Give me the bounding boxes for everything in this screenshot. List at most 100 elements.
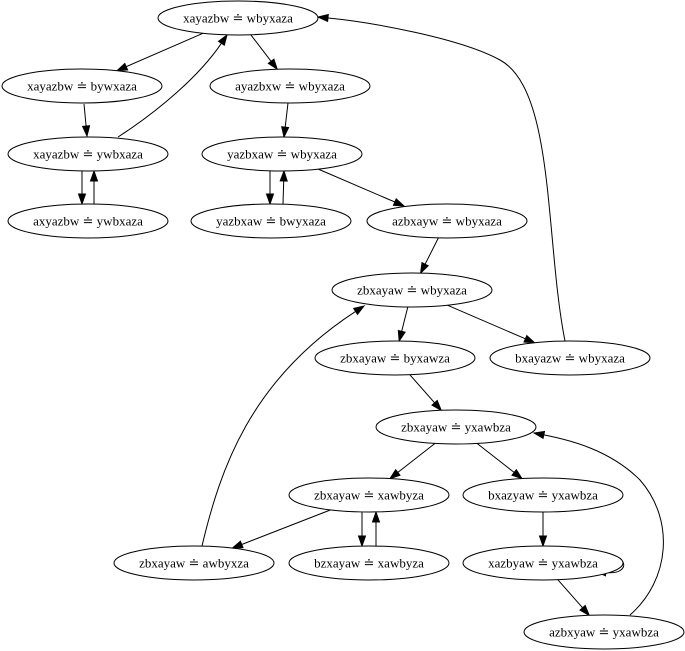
node-ellipse (462, 477, 624, 513)
node-label: zbxayaw ≐ awbyxza (139, 556, 249, 571)
edge-line (543, 434, 664, 616)
edge-n12-to-n14 (476, 443, 524, 480)
node-label: azbxyaw ≐ yxawbza (549, 625, 659, 640)
edge-n2-to-n4 (81, 103, 91, 138)
graph-node-n15: zbxayaw ≐ awbyxza (113, 545, 275, 581)
graph-node-n12: zbxayaw ≐ yxawbza (375, 409, 537, 445)
node-label: ayazbxw ≐ wbyxaza (235, 79, 345, 94)
edge-line (241, 509, 331, 545)
node-label: zbxayaw ≐ xawbyza (314, 488, 424, 503)
edge-n4-to-n6 (77, 171, 87, 206)
node-label: xazbyaw ≐ yxawbza (488, 556, 598, 571)
arrowhead-icon (352, 305, 366, 316)
edge-line (424, 237, 439, 265)
edge-line (201, 310, 356, 547)
graph-node-n6: axyazbw ≐ ywbxaza (7, 203, 169, 239)
arrowhead-icon (538, 535, 548, 548)
node-ellipse (7, 136, 169, 172)
edge-n7-to-n5 (279, 169, 288, 205)
graph-node-n17: xazbyaw ≐ yxawbza (462, 545, 624, 581)
edge-n4-to-n1 (117, 33, 228, 138)
arrowhead-icon (532, 430, 546, 440)
node-ellipse (489, 340, 651, 376)
node-ellipse (314, 340, 476, 376)
edge-line (317, 168, 395, 203)
graph-node-n16: bzxayaw ≐ xawbyza (288, 545, 450, 581)
graph-node-n3: ayazbxw ≐ wbyxaza (209, 68, 371, 104)
node-ellipse (462, 545, 624, 581)
node-label: yazbxaw ≐ wbyxaza (227, 147, 337, 162)
edge-n13-to-n15 (230, 509, 331, 549)
node-ellipse (201, 136, 363, 172)
edge-n9-to-n11 (447, 304, 536, 344)
arrowhead-icon (397, 329, 406, 343)
arrowhead-icon (419, 261, 430, 275)
node-ellipse (190, 203, 352, 239)
edge-line (284, 102, 289, 128)
edge-n15-to-n9 (201, 305, 366, 547)
node-ellipse (331, 272, 493, 308)
edge-line (447, 304, 526, 340)
edge-line (117, 43, 222, 138)
arrowhead-icon (230, 540, 244, 549)
arrowhead-icon (279, 169, 288, 182)
arrowhead-icon (357, 535, 367, 548)
node-label: xayazbw ≐ bywxaza (27, 79, 137, 94)
edge-n12-to-n13 (388, 443, 436, 480)
node-ellipse (209, 68, 371, 104)
edge-line (557, 579, 583, 609)
edge-n11-to-n1 (316, 13, 566, 342)
edge-n1-to-n2 (115, 32, 204, 72)
graph-node-n4: xayazbw ≐ ywbxaza (7, 136, 169, 172)
node-ellipse (1, 68, 163, 104)
edge-n14-to-n17 (538, 512, 548, 548)
node-label: zbxayaw ≐ wbyxaza (357, 283, 467, 298)
edge-n18-to-n12 (532, 430, 664, 616)
node-ellipse (375, 409, 537, 445)
arrowhead-icon (281, 126, 290, 139)
edge-line (476, 443, 515, 473)
edge-n13-to-n16 (357, 512, 367, 548)
arrowhead-icon (388, 468, 401, 480)
arrowhead-icon (77, 193, 87, 206)
arrowhead-icon (217, 33, 228, 47)
edge-n16-to-n13 (371, 510, 381, 546)
node-label: zbxayaw ≐ yxawbza (401, 420, 511, 435)
arrowhead-icon (523, 334, 536, 344)
arrowhead-icon (579, 604, 591, 617)
node-ellipse (7, 203, 169, 239)
node-ellipse (523, 614, 685, 650)
graph-node-n11: bxayazw ≐ wbyxaza (489, 340, 651, 376)
arrowhead-icon (431, 399, 443, 412)
edge-n5-to-n7 (265, 171, 275, 206)
node-ellipse (157, 0, 319, 36)
edge-n6-to-n4 (89, 169, 99, 204)
edge-n1-to-n3 (250, 34, 279, 71)
arrowhead-icon (371, 510, 381, 523)
node-label: bzxayaw ≐ xawbyza (314, 556, 424, 571)
node-label: bxayazw ≐ wbyxaza (515, 351, 625, 366)
edge-n9-to-n10 (397, 306, 409, 343)
node-label: xayazbw ≐ wbyxaza (183, 11, 293, 26)
graph-node-n8: azbxayw ≐ wbyxaza (366, 203, 528, 239)
edge-line (250, 34, 272, 62)
edge-line (282, 180, 285, 205)
arrowhead-icon (81, 125, 91, 138)
edge-line (409, 374, 435, 404)
edge-n5-to-n8 (317, 168, 406, 207)
node-label: azbxayw ≐ wbyxaza (392, 214, 502, 229)
edge-line (126, 32, 204, 68)
edge-n3-to-n5 (281, 102, 290, 139)
graph-node-n5: yazbxaw ≐ wbyxaza (201, 136, 363, 172)
edge-line (401, 306, 409, 332)
edge-line (397, 443, 436, 473)
edge-n17-to-n18 (557, 579, 591, 617)
edge-line (83, 103, 87, 127)
graph-node-n13: zbxayaw ≐ xawbyza (288, 477, 450, 513)
graph-node-n7: yazbxaw ≐ bwyxaza (190, 203, 352, 239)
node-ellipse (288, 545, 450, 581)
node-ellipse (366, 203, 528, 239)
arrowhead-icon (115, 62, 129, 72)
